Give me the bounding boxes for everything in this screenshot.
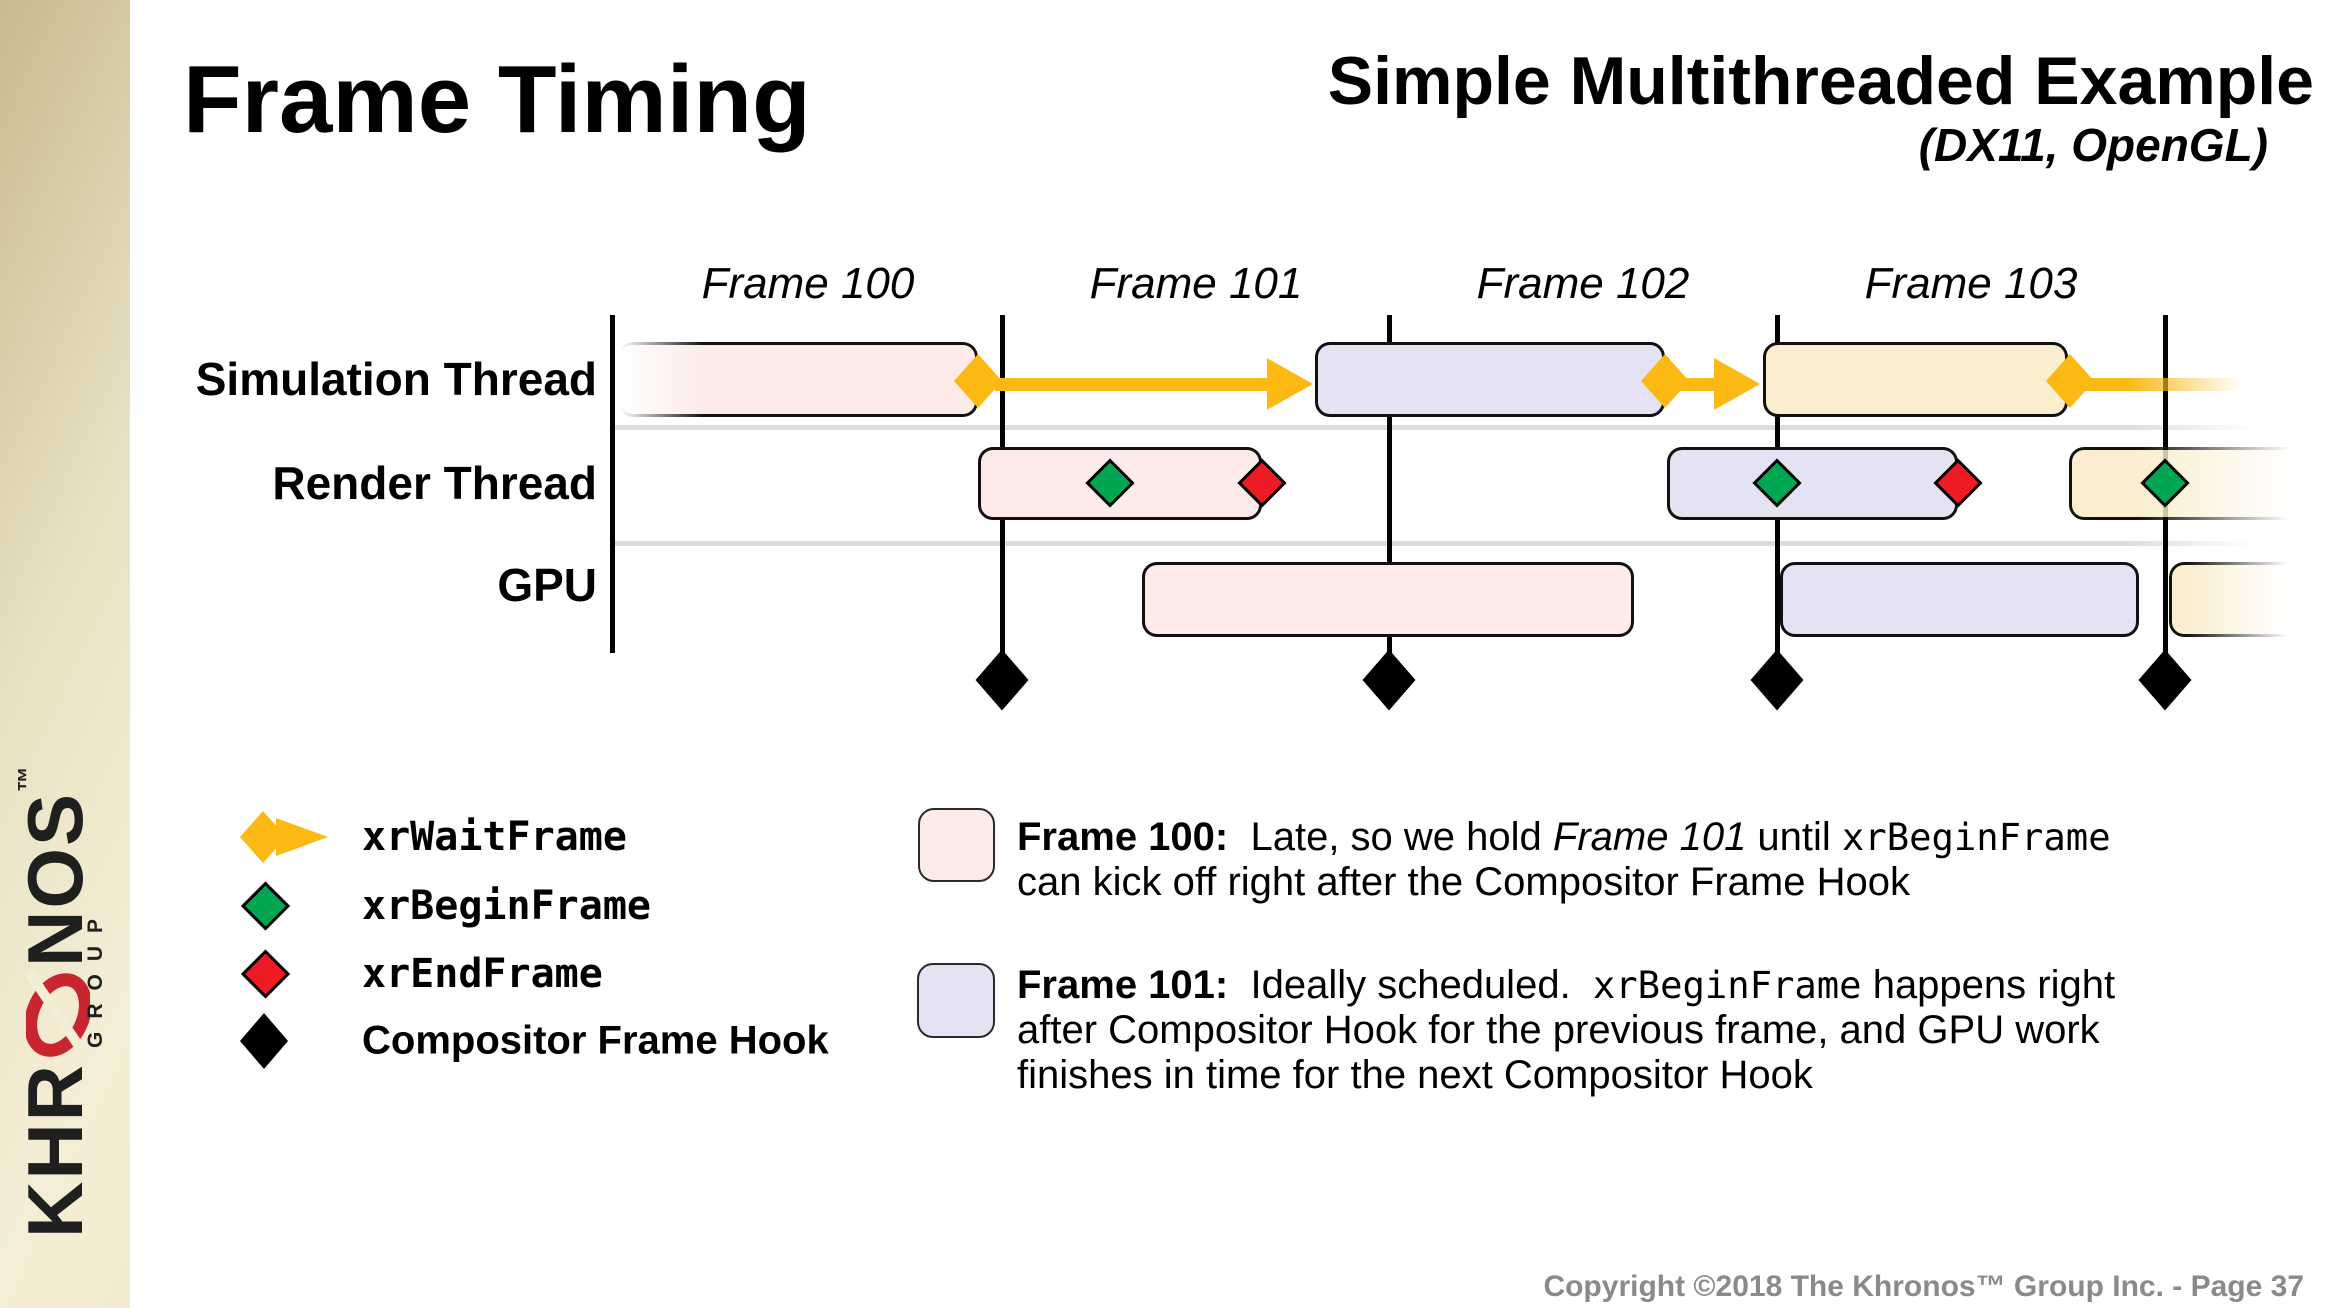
legend-row-xrwaitframe: xrWaitFrame <box>0 810 760 864</box>
row-label-gpu: GPU <box>497 559 597 611</box>
frame-label: Frame 103 <box>1864 259 2078 308</box>
compositor-hook-marker <box>975 649 1029 711</box>
gpu-cream-work-bar <box>2169 562 2314 637</box>
legend-label: xrBeginFrame <box>362 883 651 929</box>
xrbeginframe-marker <box>1085 458 1136 509</box>
note-text-line: Frame 101: Ideally scheduled. xrBeginFra… <box>1017 963 2116 1007</box>
compositor-hook-marker <box>1750 649 1804 711</box>
legend-label: xrEndFrame <box>362 951 603 997</box>
subtitle-detail: (DX11, OpenGL) <box>1918 118 2268 171</box>
render-lavender-work-bar <box>1667 447 1958 520</box>
legend-row-xrbeginframe: xrBeginFrame <box>0 879 760 933</box>
xrendframe-marker <box>1933 458 1984 509</box>
frame-boundary-line <box>1386 315 1392 660</box>
sim-pink-work-bar <box>618 342 978 417</box>
frame-101-color-swatch <box>917 963 995 1038</box>
sim-cream-work-bar <box>1763 342 2068 417</box>
legend-label: xrWaitFrame <box>362 814 627 860</box>
sim-lavender-work-bar <box>1315 342 1665 417</box>
note-text-line: after Compositor Hook for the previous f… <box>1017 1008 2100 1052</box>
khronos-brand-strip: KHRNOS™ GROUP <box>0 0 130 1308</box>
note-text-line: finishes in time for the next Compositor… <box>1017 1053 1813 1097</box>
xrwaitframe-diamond <box>2046 354 2094 408</box>
gpu-pink-work-bar <box>1142 562 1634 637</box>
frame-label: Frame 100 <box>701 259 915 308</box>
xrendframe-icon <box>240 949 291 1000</box>
gpu-lavender-work-bar <box>1780 562 2139 637</box>
frame-100-color-swatch <box>918 808 995 882</box>
row-label-simulation-thread: Simulation Thread <box>195 353 597 405</box>
xrwaitframe-diamond <box>1641 354 1689 408</box>
frame-label: Frame 101 <box>1089 259 1303 308</box>
xrbeginframe-marker <box>1752 458 1803 509</box>
xrwaitframe-arrow-head <box>1714 358 1760 410</box>
copyright-footer: Copyright ©2018 The Khronos™ Group Inc. … <box>1543 1270 2304 1303</box>
row-separator-line <box>615 425 2255 430</box>
legend-row-xrendframe: xrEndFrame <box>0 947 760 1001</box>
xrwaitframe-diamond <box>954 354 1002 408</box>
note-text-line: can kick off right after the Compositor … <box>1017 860 1910 904</box>
xrwaitframe-arrow-head <box>1267 358 1313 410</box>
frame-100-note: Frame 100: Late, so we hold Frame 101 un… <box>1017 815 2317 905</box>
khronos-swirl-o-icon <box>24 969 92 1061</box>
compositor-frame-hook-icon <box>240 1013 288 1069</box>
row-label-render-thread: Render Thread <box>272 457 597 509</box>
subtitle-text: Simple Multithreaded Example <box>1327 43 2314 119</box>
khronos-logo: KHRNOS™ <box>10 766 99 1238</box>
note-text-line: Frame 100: Late, so we hold Frame 101 un… <box>1017 815 2111 859</box>
xrwaitframe-arrow-shaft <box>2085 377 2255 391</box>
compositor-hook-marker <box>1362 649 1416 711</box>
subtitle-block: Simple Multithreaded Example (DX11, Open… <box>1328 44 2314 172</box>
legend-label: Compositor Frame Hook <box>362 1018 829 1063</box>
xrwaitframe-arrow-shaft <box>995 377 1267 391</box>
xrwaitframe-icon <box>240 811 328 863</box>
xrendframe-marker <box>1237 458 1288 509</box>
xrbeginframe-icon <box>240 881 291 932</box>
render-pink-work-bar <box>978 447 1262 520</box>
row-separator-line <box>615 541 2255 546</box>
legend-row-compositor-hook: Compositor Frame Hook <box>0 1013 829 1069</box>
frame-101-note: Frame 101: Ideally scheduled. xrBeginFra… <box>1017 963 2317 1098</box>
timeline-axis-line <box>610 315 615 653</box>
page-title: Frame Timing <box>183 46 811 153</box>
compositor-hook-marker <box>2138 649 2192 711</box>
frame-label: Frame 102 <box>1476 259 1690 308</box>
xrbeginframe-marker <box>2140 458 2191 509</box>
